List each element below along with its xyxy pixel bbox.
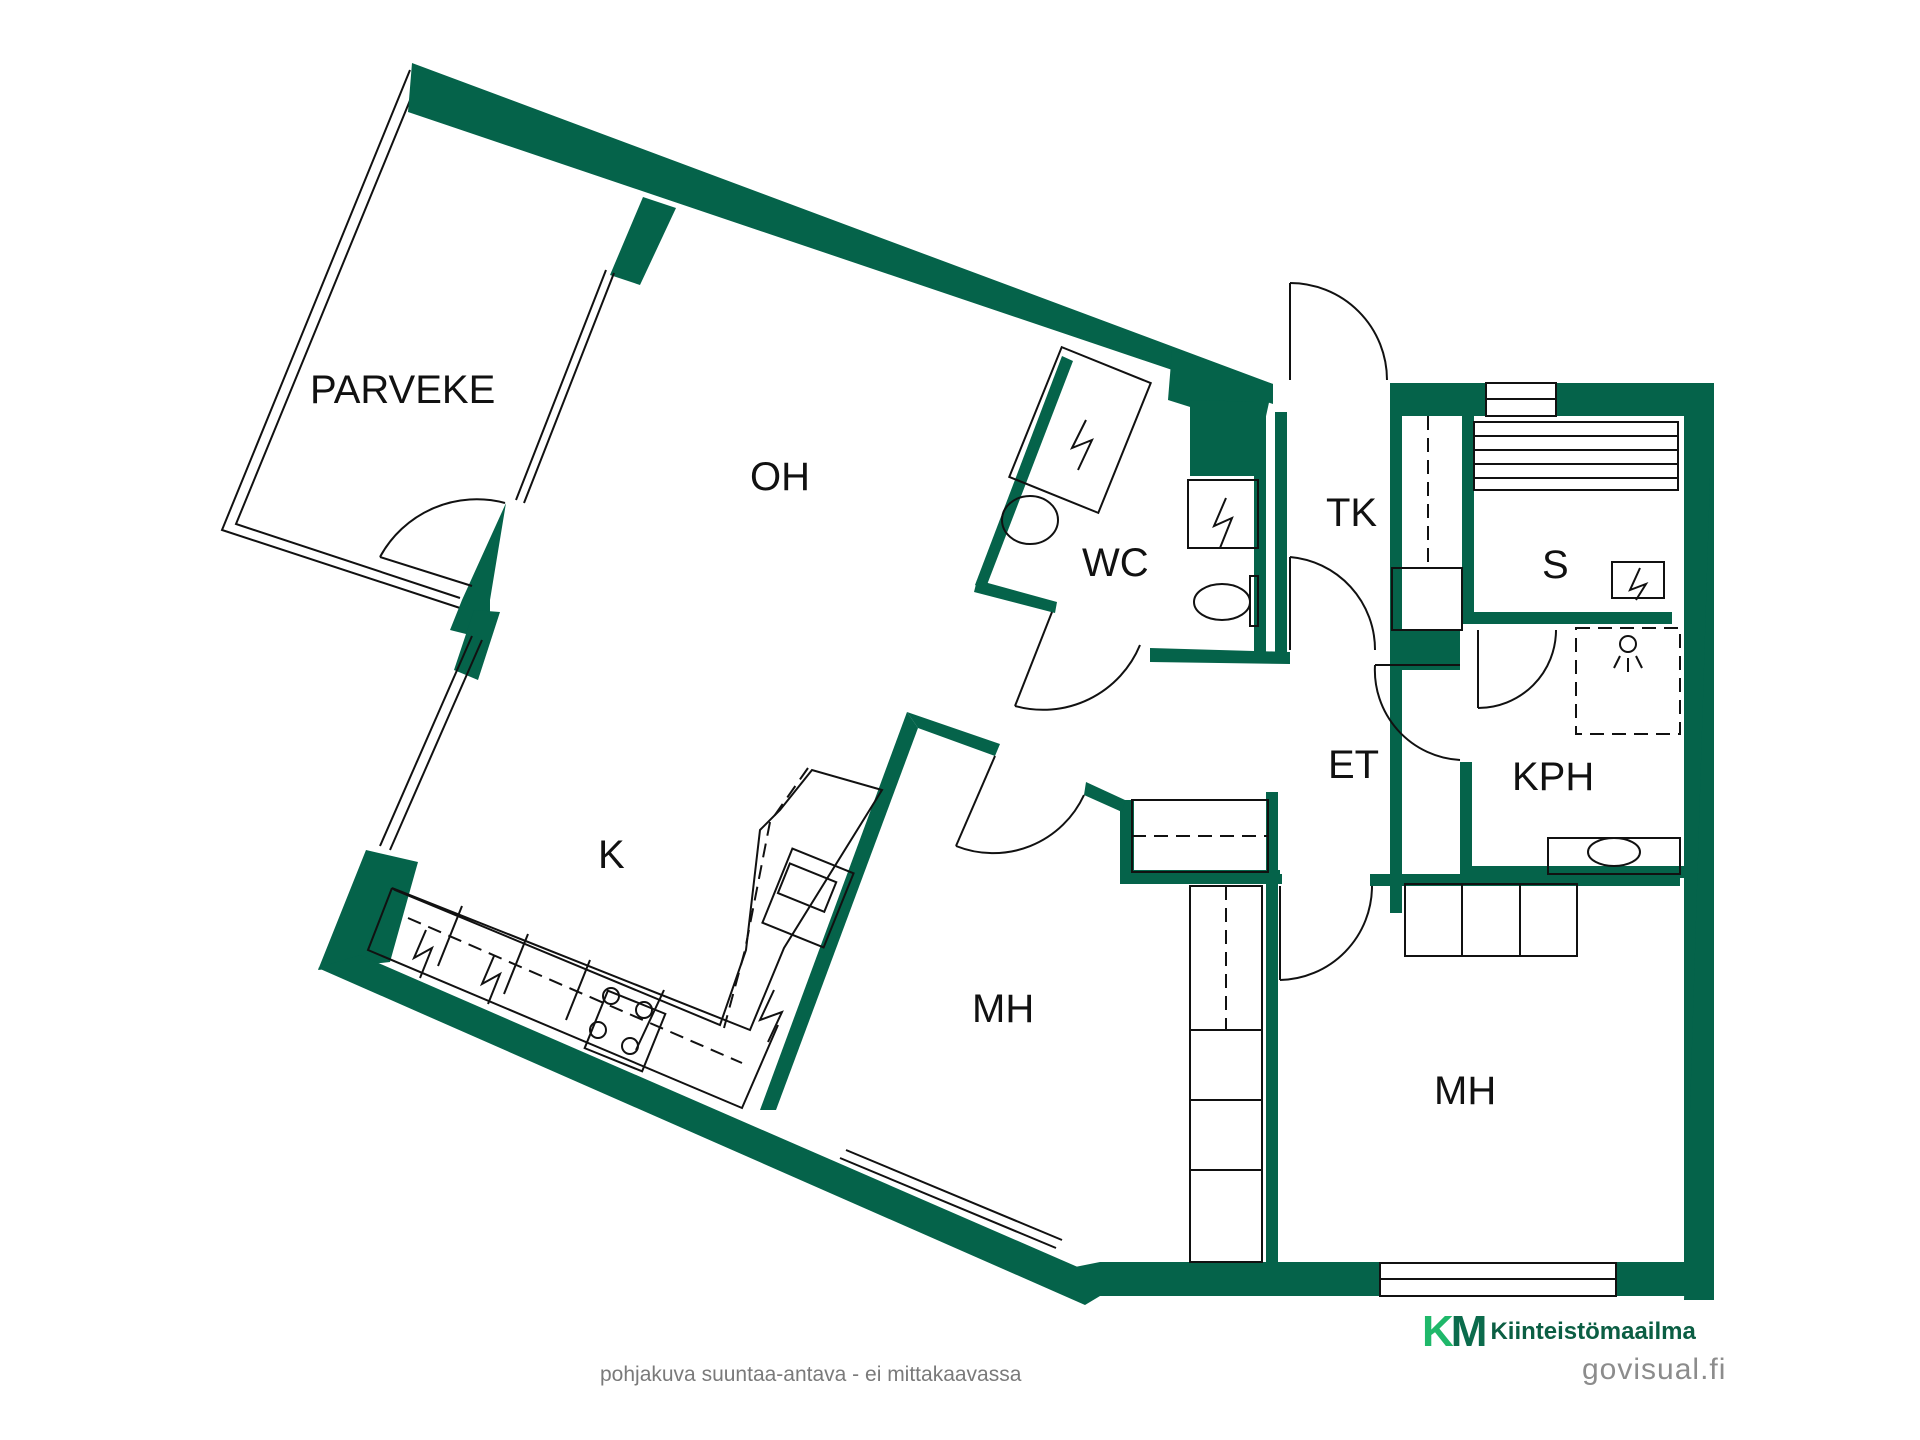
room-label-wc: WC (1082, 541, 1149, 585)
bathroom-fixtures (1001, 345, 1681, 875)
walls (318, 63, 1714, 1305)
room-labels: PARVEKE OH K WC TK S ET KPH MH MH (310, 368, 1594, 1113)
sauna-bench (1473, 421, 1679, 491)
room-label-mh-2: MH (1434, 1069, 1496, 1113)
windows (379, 269, 1617, 1297)
room-label-kph: KPH (1512, 755, 1594, 799)
shower-icon (1613, 635, 1643, 672)
room-label-parveke: PARVEKE (310, 368, 495, 412)
room-label-s: S (1542, 543, 1569, 587)
room-label-et: ET (1328, 743, 1379, 787)
room-label-oh: OH (750, 455, 810, 499)
wardrobes (1131, 416, 1578, 1263)
brand-logo: KM Kiinteistömaailma (1422, 1310, 1696, 1354)
electric-appliance-icon (411, 419, 1649, 1043)
room-label-tk: TK (1326, 491, 1377, 535)
room-label-mh-1: MH (972, 987, 1034, 1031)
brand-name: Kiinteistömaailma (1490, 1318, 1696, 1345)
room-label-k: K (598, 833, 625, 877)
credit-text: govisual.fi (1582, 1353, 1727, 1386)
kitchen-counter (366, 767, 884, 1110)
balcony-outline (220, 69, 461, 609)
brand-mark: KM (1422, 1307, 1487, 1356)
doors (379, 282, 1557, 981)
plan-disclaimer: pohjakuva suuntaa-antava - ei mittakaava… (600, 1363, 1022, 1386)
